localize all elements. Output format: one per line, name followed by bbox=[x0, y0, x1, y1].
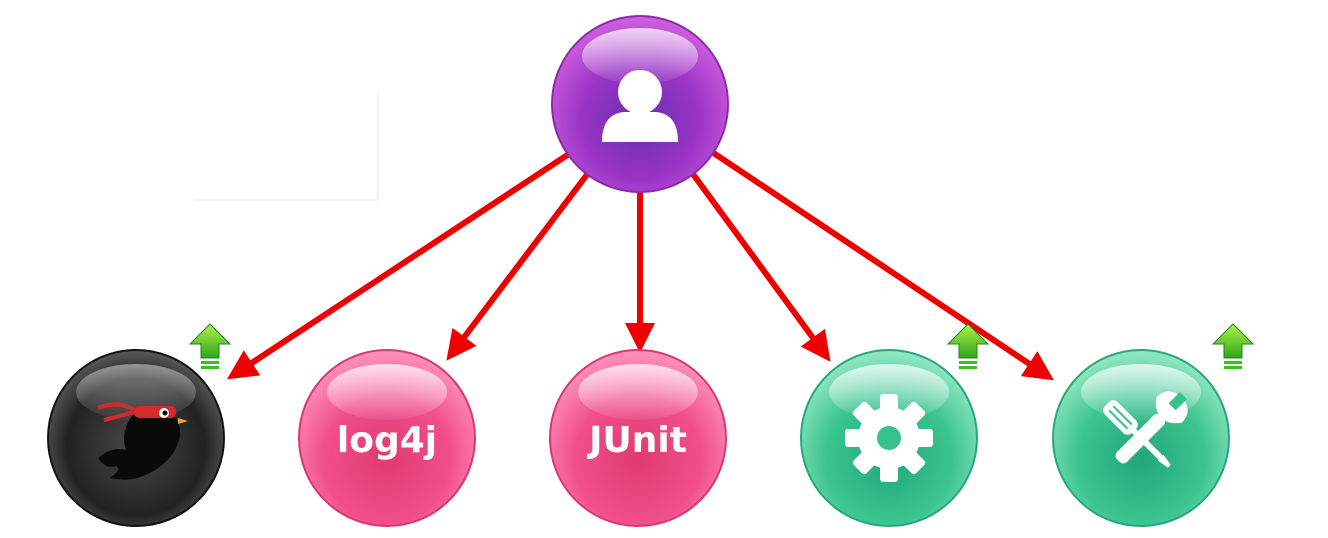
log4j-node[interactable]: log4j bbox=[298, 349, 476, 527]
wrench-screwdriver-icon bbox=[1103, 391, 1188, 468]
log4j-label: log4j bbox=[337, 420, 437, 461]
junit-label: JUnit bbox=[586, 420, 687, 461]
arrow-to-settings bbox=[687, 168, 831, 362]
upgrade-arrow-icon bbox=[946, 323, 990, 369]
arrow-to-log4j bbox=[446, 166, 595, 361]
ninja-bird-icon bbox=[97, 402, 188, 480]
arrow-to-mockito bbox=[226, 147, 577, 380]
junit-node[interactable]: JUnit bbox=[549, 349, 727, 527]
root-node[interactable] bbox=[551, 15, 729, 193]
upgrade-arrow-icon bbox=[188, 323, 232, 369]
gear-icon bbox=[845, 394, 933, 482]
user-icon bbox=[602, 70, 678, 142]
connections bbox=[226, 147, 1054, 381]
tools-node[interactable] bbox=[1052, 349, 1230, 527]
upgrade-arrow-icon bbox=[1211, 323, 1255, 369]
mockito-node[interactable] bbox=[47, 349, 225, 527]
arrow-to-tools bbox=[710, 149, 1054, 381]
settings-node[interactable] bbox=[800, 349, 978, 527]
